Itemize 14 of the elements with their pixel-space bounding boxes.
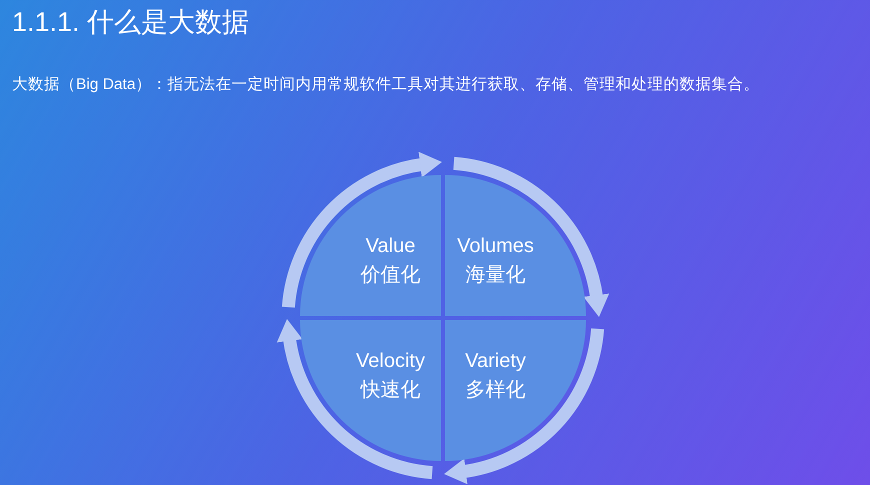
cycle-arrow [444, 328, 604, 484]
quadrant-title: Velocity [356, 348, 425, 374]
quadrant-title: Volumes [457, 234, 534, 258]
quadrant-subtitle: 多样化 [466, 378, 526, 402]
cycle-arrow [282, 152, 442, 308]
quadrant-subtitle: 价值化 [360, 262, 420, 288]
quadrant-title: Value [366, 234, 416, 258]
definition-text: 大数据（Big Data）：指无法在一定时间内用常规软件工具对其进行获取、存储、管理和处理的数据集合。 [12, 75, 760, 95]
title: 1.1.1. 什么是大数据 [12, 6, 250, 39]
cycle-arrow [277, 319, 434, 480]
quadrant-title: Variety [465, 348, 526, 374]
quadrant-subtitle: 海量化 [466, 262, 526, 288]
quadrant-subtitle: 快速化 [360, 378, 420, 402]
cycle-arrow [452, 156, 609, 317]
